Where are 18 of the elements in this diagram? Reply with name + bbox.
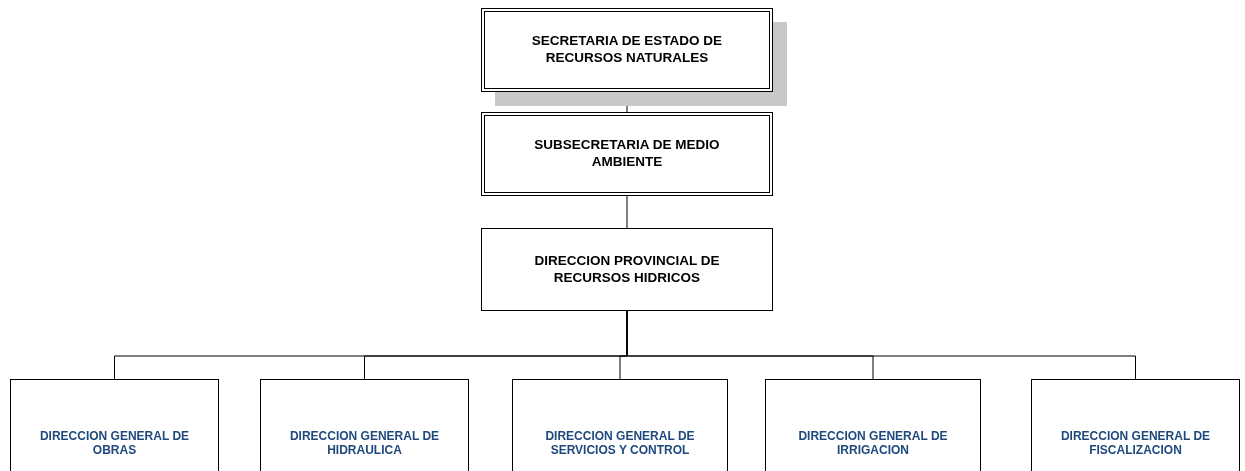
unit-name: DIRECCION GENERAL DE IRRIGACION [797,430,949,458]
unit-name: DIRECCION GENERAL DE SERVICIOS Y CONTROL [544,430,696,458]
unit-name: DIRECCION PROVINCIAL DE RECURSOS HIDRICOS [533,252,721,287]
connector-line [626,310,1136,380]
org-box [512,379,728,471]
unit-name: DIRECCION GENERAL DE FISCALIZACION [1059,430,1212,458]
unit-name: DIRECCION GENERAL DE OBRAS [38,430,191,458]
org-box [765,379,981,471]
org-box [481,8,773,92]
org-box [10,379,219,471]
unit-name: SUBSECRETARIA DE MEDIO AMBIENTE [533,137,721,171]
org-box [260,379,469,471]
unit-name: SECRETARIA DE ESTADO DE RECURSOS NATURALES [530,33,724,67]
org-box [481,228,773,311]
unit-name: DIRECCION GENERAL DE HIDRAULICA [288,430,441,458]
connector-line [626,195,628,229]
org-box [1031,379,1240,471]
org-box [481,112,773,196]
